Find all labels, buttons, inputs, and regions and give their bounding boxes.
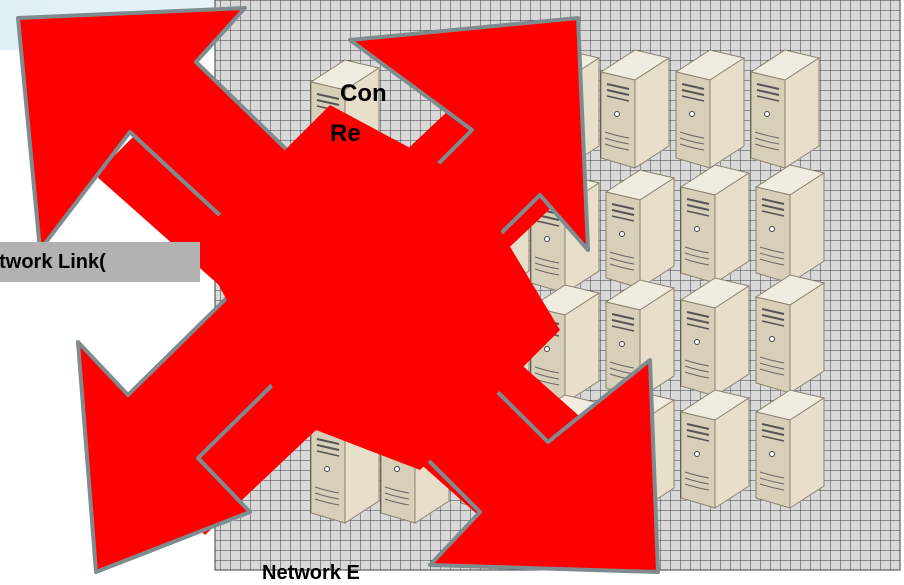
compute-label-line2: Re	[330, 120, 361, 148]
network-bottom-label: Network E	[262, 562, 360, 585]
compute-label-line1: Con	[340, 80, 387, 108]
network-link-label: etwork Link(	[0, 242, 200, 282]
